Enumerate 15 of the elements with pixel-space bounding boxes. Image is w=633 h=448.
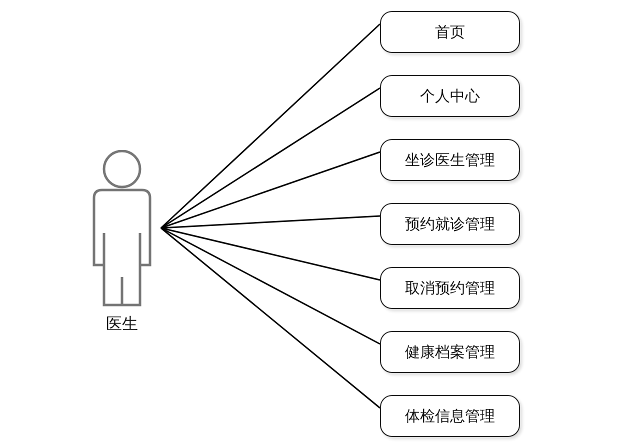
association-line [160, 151, 380, 229]
use-case-box: 体检信息管理 [380, 395, 520, 437]
use-case-box: 个人中心 [380, 75, 520, 117]
association-line [160, 87, 380, 229]
use-case-box: 健康档案管理 [380, 331, 520, 373]
use-case-box: 首页 [380, 11, 520, 53]
actor-label: 医生 [106, 314, 138, 335]
use-case-box: 取消预约管理 [380, 267, 520, 309]
association-line [160, 227, 380, 345]
association-line [160, 227, 380, 281]
use-case-box: 预约就诊管理 [380, 203, 520, 245]
association-line [160, 23, 381, 229]
association-line [160, 227, 380, 409]
use-case-box: 坐诊医生管理 [380, 139, 520, 181]
association-line [160, 215, 380, 229]
